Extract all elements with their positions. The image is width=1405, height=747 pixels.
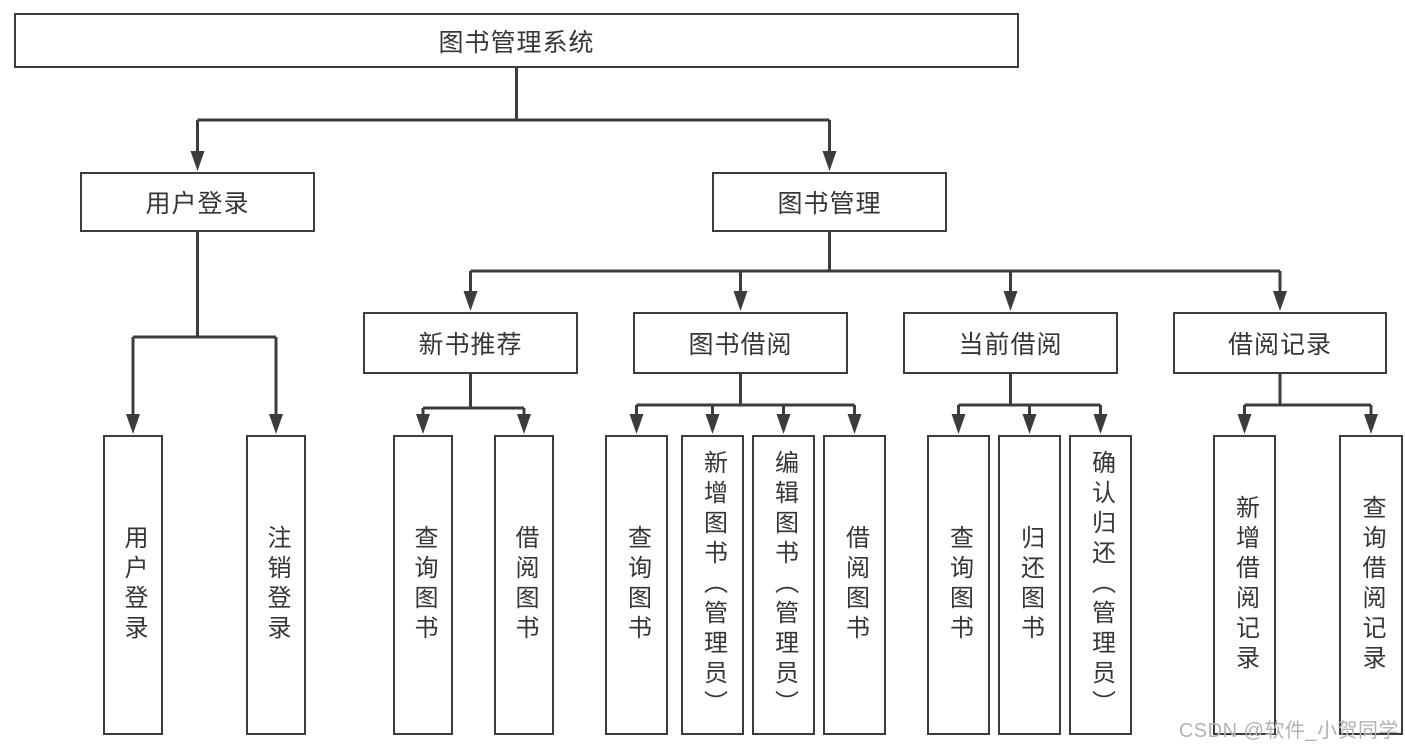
node-borrow-records: 借阅记录 <box>1173 312 1387 374</box>
leaf-query-books-borrow: 查询图书 <box>605 435 668 735</box>
leaf-label: 归还图书 <box>1016 525 1044 645</box>
leaf-label: 确认归还（管理员） <box>1087 450 1115 720</box>
leaf-confirm-return-admin: 确认归还（管理员） <box>1069 435 1132 735</box>
leaf-label: 新增借阅记录 <box>1231 495 1259 675</box>
node-label: 当前借阅 <box>958 331 1063 359</box>
leaf-add-borrow-record: 新增借阅记录 <box>1213 435 1276 735</box>
node-root: 图书管理系统 <box>14 13 1019 68</box>
leaf-label: 查询图书 <box>945 525 973 645</box>
leaf-return-books: 归还图书 <box>998 435 1061 735</box>
leaf-borrow-books: 借阅图书 <box>823 435 886 735</box>
watermark: CSDN @软件_小贺同学 <box>1178 720 1399 742</box>
leaf-add-books-admin: 新增图书（管理员） <box>681 435 744 735</box>
leaf-label: 新增图书（管理员） <box>699 450 727 720</box>
leaf-query-books-recommend: 查询图书 <box>393 435 453 735</box>
leaf-label: 查询借阅记录 <box>1358 495 1385 675</box>
leaf-label: 借阅图书 <box>841 525 869 645</box>
arrowheads <box>126 151 1378 434</box>
leaf-label: 注销登录 <box>263 525 290 645</box>
node-label: 用户登录 <box>145 190 250 218</box>
node-book-management-branch: 图书管理 <box>712 172 947 232</box>
leaf-query-borrow-record: 查询借阅记录 <box>1339 435 1403 735</box>
leaf-label: 查询图书 <box>410 525 437 645</box>
node-label: 借阅记录 <box>1227 331 1332 359</box>
node-user-login-branch: 用户登录 <box>80 172 315 232</box>
leaf-borrow-books-recommend: 借阅图书 <box>494 435 554 735</box>
node-current-borrow: 当前借阅 <box>903 312 1118 374</box>
leaf-user-login: 用户登录 <box>103 435 163 735</box>
node-new-book-recommend: 新书推荐 <box>363 312 578 374</box>
node-label: 图书管理 <box>777 190 882 218</box>
leaf-label: 编辑图书（管理员） <box>770 450 798 720</box>
leaf-label: 借阅图书 <box>511 525 538 645</box>
node-book-borrow: 图书借阅 <box>633 312 848 374</box>
leaf-label: 查询图书 <box>623 525 651 645</box>
leaf-logout: 注销登录 <box>246 435 306 735</box>
node-root-label: 图书管理系统 <box>438 28 595 57</box>
node-label: 新书推荐 <box>418 331 523 359</box>
leaf-edit-books-admin: 编辑图书（管理员） <box>752 435 815 735</box>
leaf-label: 用户登录 <box>120 525 147 645</box>
node-label: 图书借阅 <box>688 331 793 359</box>
leaf-query-books-current: 查询图书 <box>927 435 990 735</box>
